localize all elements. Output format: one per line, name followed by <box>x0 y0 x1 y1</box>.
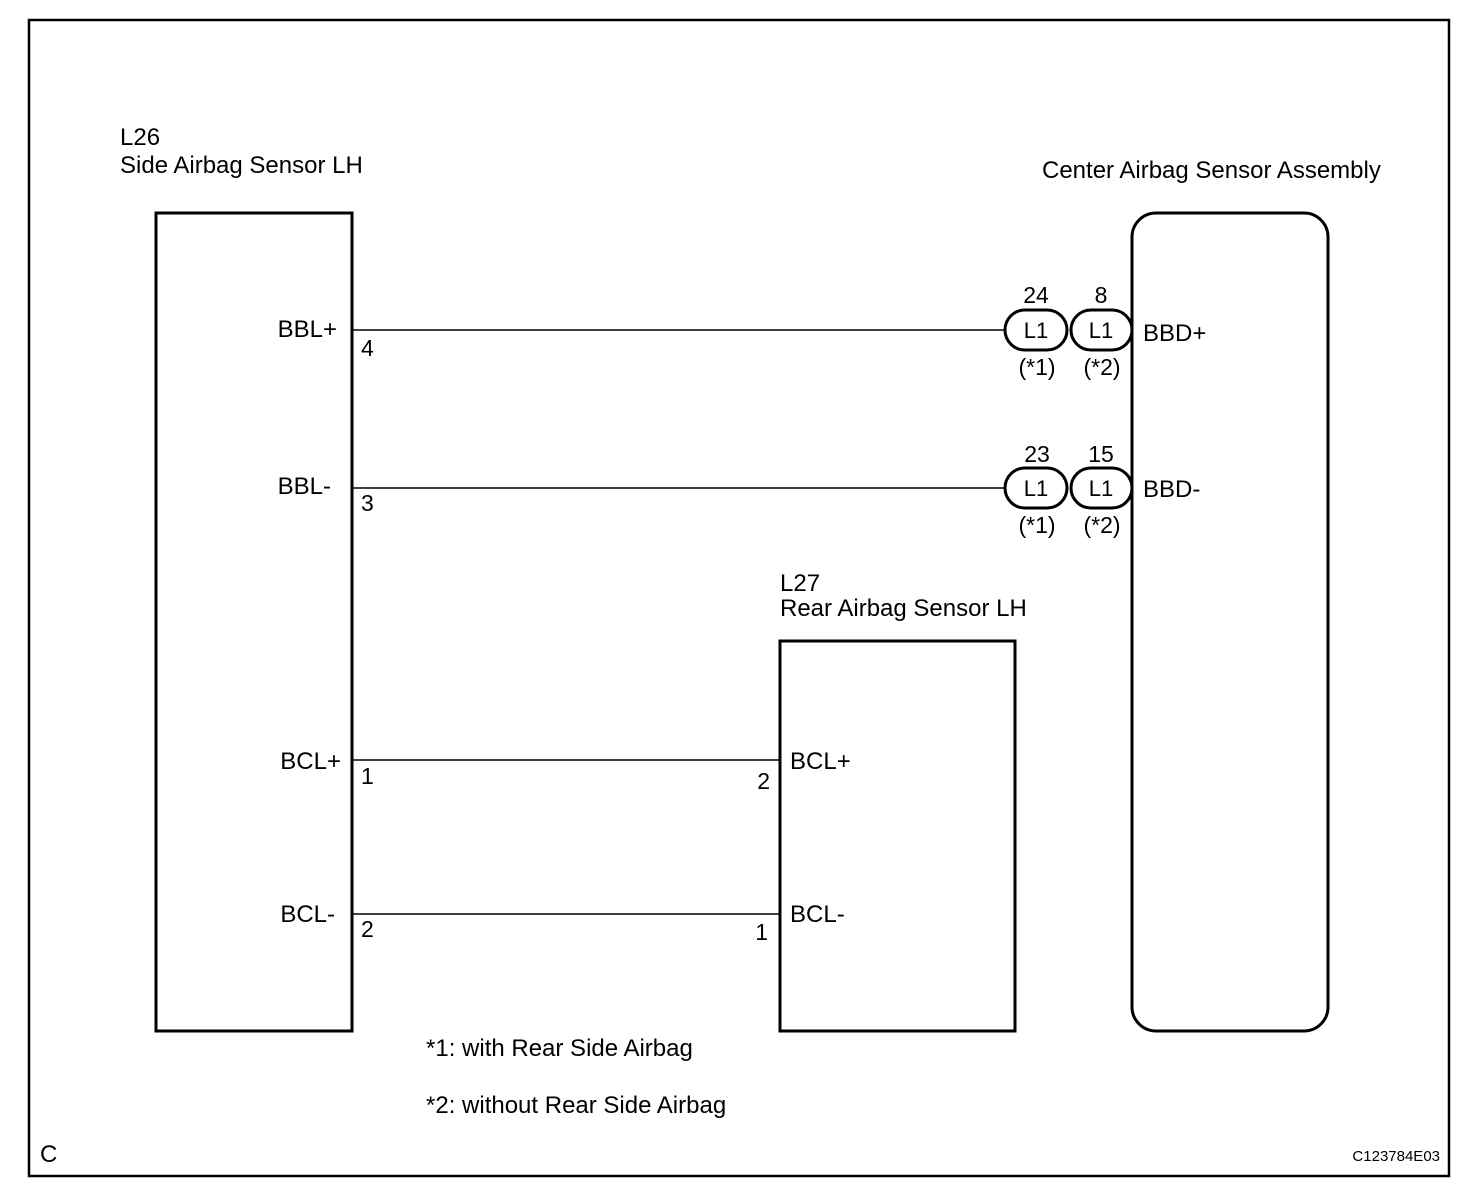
rear-sensor-code: L27 <box>780 570 820 597</box>
side-sensor-name: Side Airbag Sensor LH <box>120 152 363 179</box>
connector-l1 <box>1069 308 1134 352</box>
center-sensor-name: Center Airbag Sensor Assembly <box>1042 157 1381 184</box>
connector-pin: 15 <box>1088 441 1114 467</box>
connector-pin: 24 <box>1023 282 1049 308</box>
legend-note: *1: with Rear Side Airbag <box>426 1035 693 1062</box>
rear-terminal-pin: 2 <box>757 768 770 794</box>
rear-sensor-name: Rear Airbag Sensor LH <box>780 595 1027 622</box>
figure-code: C123784E03 <box>1352 1148 1440 1165</box>
side-terminal-name: BCL+ <box>280 748 341 775</box>
rear-terminal-name: BCL+ <box>790 748 851 775</box>
connector-l1 <box>1003 308 1069 352</box>
legend-note: *2: without Rear Side Airbag <box>426 1092 726 1119</box>
rear-terminal-name: BCL- <box>790 901 845 928</box>
side-terminal-name: BCL- <box>280 901 335 928</box>
center-terminal-name: BBD+ <box>1143 320 1206 347</box>
side-sensor-box <box>154 211 354 1033</box>
side-terminal-pin: 1 <box>361 763 374 789</box>
center-sensor-box <box>1130 211 1330 1033</box>
corner-letter: C <box>40 1141 57 1168</box>
connector-pin: 8 <box>1095 282 1108 308</box>
rear-terminal-pin: 1 <box>755 919 768 945</box>
connector-l1 <box>1003 466 1069 510</box>
connector-note: (*1) <box>1018 354 1055 380</box>
center-terminal-name: BBD- <box>1143 476 1200 503</box>
connector-pin: 23 <box>1024 441 1050 467</box>
side-terminal-pin: 3 <box>361 490 374 516</box>
connector-label: L1 <box>1024 476 1048 501</box>
diagram-frame <box>27 18 1451 1178</box>
side-terminal-pin: 2 <box>361 916 374 942</box>
side-terminal-pin: 4 <box>361 335 374 361</box>
connector-label: L1 <box>1024 318 1048 343</box>
connector-l1 <box>1069 466 1134 510</box>
side-terminal-name: BBL+ <box>278 316 337 343</box>
connector-label: L1 <box>1089 318 1113 343</box>
side-terminal-name: BBL- <box>278 473 331 500</box>
connector-note: (*2) <box>1083 354 1120 380</box>
side-sensor-code: L26 <box>120 124 160 151</box>
rear-sensor-box <box>778 639 1017 1033</box>
connector-note: (*1) <box>1018 512 1055 538</box>
connector-note: (*2) <box>1083 512 1120 538</box>
connector-label: L1 <box>1089 476 1113 501</box>
